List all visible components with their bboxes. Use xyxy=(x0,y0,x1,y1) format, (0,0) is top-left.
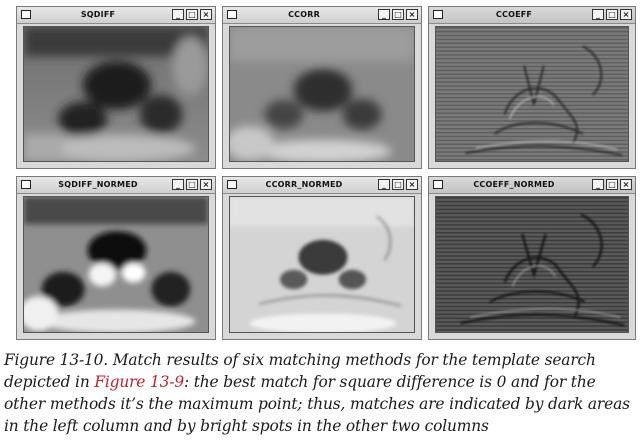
maximize-icon[interactable]: □ xyxy=(392,9,404,20)
result-image-ccorr xyxy=(229,26,415,162)
minimize-icon[interactable]: _ xyxy=(172,9,184,20)
window-menu-icon[interactable] xyxy=(21,10,31,19)
window-title: CCOEFF_NORMED xyxy=(473,180,555,189)
window-titlebar[interactable]: CCOEFF _ □ × xyxy=(429,7,635,24)
maximize-icon[interactable]: □ xyxy=(606,179,618,190)
result-image-sqdiff xyxy=(23,26,209,162)
maximize-icon[interactable]: □ xyxy=(606,9,618,20)
minimize-icon[interactable]: _ xyxy=(592,179,604,190)
results-grid: SQDIFF _ □ × xyxy=(14,6,638,340)
window-title: CCOEFF xyxy=(495,10,533,19)
ccorr-image xyxy=(230,27,414,161)
figure-link[interactable]: Figure 13-9 xyxy=(94,373,184,391)
window-ccorr[interactable]: CCORR _ □ × xyxy=(222,6,422,169)
ccorr-normed-image xyxy=(230,197,414,332)
maximize-icon[interactable]: □ xyxy=(186,9,198,20)
window-ccoeff[interactable]: CCOEFF _ □ × xyxy=(428,6,636,169)
window-menu-icon[interactable] xyxy=(433,180,443,189)
ccoeff-image xyxy=(436,27,628,161)
window-controls: _ □ × xyxy=(172,179,212,191)
window-controls: _ □ × xyxy=(378,9,418,21)
result-image-ccoeff-normed xyxy=(435,196,629,333)
window-title: SQDIFF_NORMED xyxy=(58,180,138,189)
maximize-icon[interactable]: □ xyxy=(392,179,404,190)
result-image-ccorr-normed xyxy=(229,196,415,333)
figure-caption: Figure 13-10. Match results of six match… xyxy=(4,349,640,437)
window-title: CCORR xyxy=(288,10,320,19)
caption-rest: : the best match for square difference i… xyxy=(4,373,630,435)
sqdiff-image xyxy=(24,27,208,161)
sqdiff-normed-image xyxy=(24,197,208,332)
window-title: SQDIFF xyxy=(80,10,116,19)
close-icon[interactable]: × xyxy=(200,9,212,20)
minimize-icon[interactable]: _ xyxy=(378,179,390,190)
window-menu-icon[interactable] xyxy=(227,180,237,189)
window-ccoeff-normed[interactable]: CCOEFF_NORMED _ □ × xyxy=(428,176,636,340)
close-icon[interactable]: × xyxy=(406,179,418,190)
window-titlebar[interactable]: CCORR_NORMED _ □ × xyxy=(223,177,421,194)
result-image-ccoeff xyxy=(435,26,629,162)
ccoeff-normed-image xyxy=(436,197,628,332)
window-menu-icon[interactable] xyxy=(227,10,237,19)
window-title: CCORR_NORMED xyxy=(265,180,343,189)
window-controls: _ □ × xyxy=(172,9,212,21)
window-titlebar[interactable]: SQDIFF _ □ × xyxy=(17,7,215,24)
window-controls: _ □ × xyxy=(592,179,632,191)
window-ccorr-normed[interactable]: CCORR_NORMED _ □ × xyxy=(222,176,422,340)
close-icon[interactable]: × xyxy=(620,9,632,20)
minimize-icon[interactable]: _ xyxy=(172,179,184,190)
close-icon[interactable]: × xyxy=(406,9,418,20)
maximize-icon[interactable]: □ xyxy=(186,179,198,190)
window-titlebar[interactable]: SQDIFF_NORMED _ □ × xyxy=(17,177,215,194)
result-image-sqdiff-normed xyxy=(23,196,209,333)
close-icon[interactable]: × xyxy=(200,179,212,190)
window-controls: _ □ × xyxy=(592,9,632,21)
window-titlebar[interactable]: CCOEFF_NORMED _ □ × xyxy=(429,177,635,194)
window-titlebar[interactable]: CCORR _ □ × xyxy=(223,7,421,24)
window-controls: _ □ × xyxy=(378,179,418,191)
window-sqdiff[interactable]: SQDIFF _ □ × xyxy=(16,6,216,169)
window-menu-icon[interactable] xyxy=(21,180,31,189)
caption-lead: Figure 13-10. Match results of six match… xyxy=(4,351,596,391)
window-menu-icon[interactable] xyxy=(433,10,443,19)
minimize-icon[interactable]: _ xyxy=(378,9,390,20)
minimize-icon[interactable]: _ xyxy=(592,9,604,20)
window-sqdiff-normed[interactable]: SQDIFF_NORMED _ □ × xyxy=(16,176,216,340)
close-icon[interactable]: × xyxy=(620,179,632,190)
